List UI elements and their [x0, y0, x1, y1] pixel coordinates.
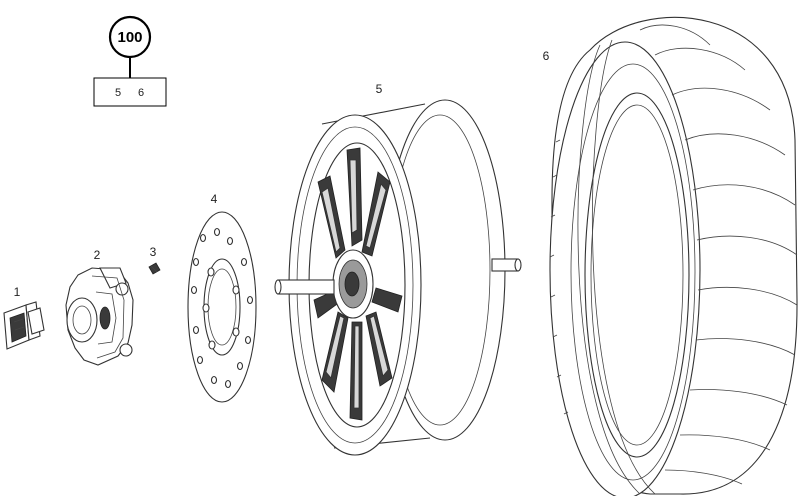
brake-disc: 4 — [187, 192, 257, 403]
callout-5: 5 — [376, 82, 383, 96]
badge-ref-6: 6 — [138, 87, 144, 99]
screw: 3 — [148, 245, 161, 275]
wheel-rim: 5 — [274, 82, 522, 456]
tire: 6 — [543, 16, 798, 496]
badge-number: 100 — [117, 29, 142, 46]
callout-2: 2 — [94, 248, 101, 262]
badge-refs-box — [93, 77, 167, 107]
callout-4: 4 — [211, 192, 218, 206]
callout-1: 1 — [14, 285, 21, 299]
callout-3: 3 — [150, 245, 157, 259]
brake-pads: 1 — [3, 285, 45, 350]
brake-caliper: 2 — [65, 248, 134, 366]
assembly-badge: 100 5 6 — [93, 15, 167, 107]
callout-6: 6 — [543, 49, 550, 63]
badge-ref-5: 5 — [115, 87, 121, 99]
